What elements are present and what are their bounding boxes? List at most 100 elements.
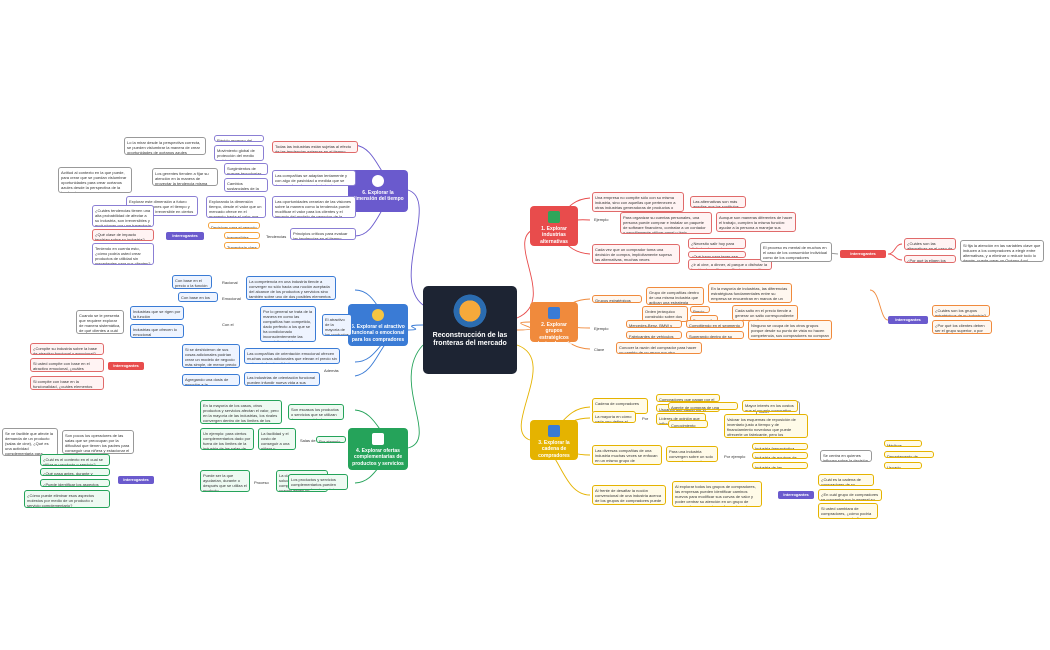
b5-add-emotion[interactable]: Agregando una dosis de emoción a la conc… — [182, 374, 240, 386]
central-topic[interactable]: Reconstrucción de las fronteras del merc… — [423, 286, 517, 374]
b6-opportunities[interactable]: Las oportunidades crearían de las vision… — [272, 196, 356, 218]
b6-principles[interactable]: Principios críticos para evaluar las ten… — [290, 228, 356, 240]
b1-example-node[interactable]: Para organizar su cuentas personales, un… — [620, 212, 712, 234]
b2-luxury-brands[interactable]: Mercedes-Benz, BMW y Jaguar — [626, 320, 682, 328]
branch-3-hub[interactable]: 3. Explorar la cadena de compradores — [530, 420, 578, 460]
b5-price-function[interactable]: Con base en el precio o la función de un… — [172, 275, 212, 289]
b4-q4[interactable]: ¿Cómo puede eliminar esos aspectos moles… — [24, 490, 110, 508]
b5-emotional-extras[interactable]: Las compañías de orientación emocional o… — [244, 348, 340, 364]
branch-1-hub[interactable]: 1. Explorar industrias alternativas — [530, 206, 578, 246]
b4-cinema-example[interactable]: Un ejemplo: para ciertos complementarios… — [200, 428, 254, 450]
b3-q1[interactable]: ¿Cuál es la cadena de compradores de su … — [818, 474, 874, 486]
b2-q2[interactable]: ¿Por qué los clientes deben ser el grupo… — [932, 320, 992, 334]
b5-functional-industries[interactable]: Industrias que se rigen por la función — [130, 306, 184, 320]
b5-q3[interactable]: Si compite con base en la funcionalidad,… — [30, 376, 104, 390]
b1-q2[interactable]: ¿Por qué la eligen los clientes? — [904, 255, 956, 263]
b4-babysitter[interactable]: La facilidad y el costo de conseguir a u… — [258, 428, 296, 450]
b3-challenge[interactable]: Al frente de desafiar la noción convenci… — [592, 485, 666, 505]
b1-q1[interactable]: ¿Cuáles son las alternativas en el caso … — [904, 238, 956, 250]
b6-q3[interactable]: Teniendo en cuenta esto, ¿cómo podría us… — [92, 243, 154, 265]
b6-managers[interactable]: Los gerentes tienden a fijar su atención… — [152, 168, 218, 186]
b5-history[interactable]: Por lo general se trata de la manera en … — [260, 306, 316, 342]
b1-conclusion[interactable]: Si fija la atención en las variables cla… — [960, 240, 1044, 262]
branch-6-hub[interactable]: 6. Explorar la dimensión del tiempo — [348, 170, 408, 212]
b3-cost-interest[interactable]: Mayor interés en los costos que el usuar… — [742, 400, 798, 412]
b1-alternatives-node[interactable]: Una empresa no compite sólo con su misma… — [592, 192, 684, 212]
b5-q1[interactable]: ¿Compite su industria sobre la base de a… — [30, 343, 104, 355]
b5-explore-note[interactable]: Cuando se le presenta que requiere explo… — [76, 310, 124, 334]
b2-hierarchy[interactable]: Orden jerárquico construido sobre dos di… — [642, 306, 688, 322]
b6-irreversible[interactable]: Irreversibles — [224, 232, 260, 239]
b1-alternatives-wider[interactable]: Las alternativas son más amplias que los… — [690, 196, 746, 208]
b2-key-node[interactable]: Conocer la razón del comprador para hace… — [616, 342, 702, 354]
b6-decisive[interactable]: Decisivas para el negocio — [208, 222, 260, 229]
b6-internet[interactable]: Rápido ascenso del internet — [214, 135, 264, 142]
branch-2-hub[interactable]: 2. Explorar grupos estratégicos dentro d… — [530, 302, 578, 353]
b2-price[interactable]: Precio — [690, 306, 710, 313]
b3-purchasing-dept[interactable]: Departamento de compras — [884, 451, 934, 458]
b2-q1[interactable]: ¿Cuáles son los grupos estratégicos de s… — [932, 305, 990, 317]
b1-mental-process[interactable]: El proceso es mental de muchos en el cas… — [760, 242, 832, 262]
b5-converge[interactable]: La competencia en una industria tiende a… — [246, 276, 336, 300]
b2-strategic-groups[interactable]: Grupos estratégicos — [592, 295, 642, 303]
b2-groups-definition[interactable]: Grupo de compañías dentro de una misma i… — [646, 287, 704, 305]
b1-question-b[interactable]: ¿Qué hago para tener ese gusto? — [688, 251, 746, 258]
b5-feelings[interactable]: Con base en los sentimientos — [178, 292, 218, 302]
b4-example-label[interactable]: Por ejemplo — [316, 436, 346, 443]
b6-regulation[interactable]: Cambios sustanciales de la norma — [224, 178, 268, 192]
b3-knowledge-detail[interactable]: Valorar los esquemas de reposición de in… — [724, 414, 808, 438]
b4-q2[interactable]: ¿Qué pasa antes, durante y después? — [40, 468, 110, 476]
b3-converge[interactable]: Para una industria convergen sobre un so… — [666, 446, 718, 462]
branch-5-hub[interactable]: 5. Explorar el atractivo funcional o emo… — [348, 304, 408, 346]
b4-complement-value[interactable]: En la mayoría de los casos, otros produc… — [200, 400, 282, 424]
b6-environment[interactable]: Movimiento global de protección del medi… — [214, 145, 264, 161]
b2-interrogantes-tag[interactable]: Interrogantes — [888, 316, 928, 324]
b1-example-detail[interactable]: Aunque son maneras diferentes de hacer e… — [716, 212, 796, 232]
branch-4-hub[interactable]: 4. Explorar ofertas complementarias de p… — [348, 428, 408, 470]
b6-perspective[interactable]: Lo la mirar desde la perspectiva correct… — [124, 137, 206, 155]
b3-q2[interactable]: ¿En cuál grupo de compradores se concent… — [818, 489, 882, 501]
b3-value-differs[interactable]: La mayoría en cómo cada uno define el va… — [592, 411, 636, 423]
b3-same-group[interactable]: Las diversas compañías de una industria … — [592, 445, 662, 465]
b3-doctors[interactable]: Médicos — [884, 440, 922, 447]
b1-question-c[interactable]: ¿Ir al cine, a dinner, al parque o disfr… — [688, 259, 772, 270]
b5-q2[interactable]: Si usted compite con base en el atractiv… — [30, 358, 104, 372]
b4-before-after[interactable]: Puede ser la que ayudarían, durante o de… — [200, 470, 250, 492]
b4-q1[interactable]: ¿Cuál es el contexto en el cual se utili… — [40, 454, 110, 466]
b3-interrogantes-tag[interactable]: Interrogantes — [778, 491, 814, 499]
b4-not-isolated[interactable]: Son escasos los productos o servicios qu… — [288, 404, 344, 420]
b5-simpler-model[interactable]: Si se deshicieron de sus cosas adicional… — [182, 344, 240, 368]
b5-emotional-industries[interactable]: Industrias que ofrecen lo emocional — [130, 324, 184, 338]
b3-office[interactable]: Industria de equipos de oficina — [752, 452, 808, 459]
b6-external-trends[interactable]: Todas las industrias están sujetas al ef… — [272, 141, 358, 153]
b3-apparel[interactable]: Industria de las confecciones — [752, 462, 808, 469]
b2-groups-detail[interactable]: En la mayoría de industrias, las diferen… — [708, 283, 792, 303]
b2-no-competition[interactable]: Ninguno se ocupa de los otros grupos por… — [748, 320, 832, 340]
b1-buyer-decision[interactable]: Cada vez que un comprador toma una decis… — [592, 244, 680, 264]
b5-intrinsic[interactable]: El atractivo de la mayoría de los produc… — [322, 314, 352, 336]
b6-context[interactable]: Actitud al contexto en la que puede, par… — [58, 167, 132, 193]
b6-explore-time[interactable]: Explorando la dimensión tiempo, desde el… — [206, 196, 266, 218]
b6-new-tech[interactable]: Surgimientos de nuevas tecnologías — [224, 163, 268, 175]
b4-untapped-value[interactable]: Los productos y servicios complementario… — [288, 474, 348, 490]
b2-economy-makers[interactable]: Fabricantes de vehículos económicos — [626, 331, 682, 339]
b6-q2[interactable]: ¿Qué clase de impacto tendrían sobre su … — [92, 229, 154, 241]
b3-payers[interactable]: Compradores que pagan por el producto — [656, 394, 720, 402]
b5-interrogantes-tag[interactable]: Interrogantes — [108, 362, 144, 370]
b3-explore-groups[interactable]: Al explorar todos los grupos de comprado… — [672, 481, 762, 507]
b3-pharma[interactable]: Industria farmacéutica — [752, 443, 808, 450]
b3-knowledge[interactable]: Conocimiento intrínseco — [668, 420, 708, 428]
b2-luxury-segment[interactable]: Compitiendo en el segmento de lujo — [686, 320, 744, 328]
b4-interrogantes-tag[interactable]: Interrogantes — [118, 476, 154, 484]
b3-purchasing-agent[interactable]: Agente de compras de una corporación — [668, 402, 738, 410]
b3-user[interactable]: Usuario — [884, 462, 922, 469]
b4-demand-note[interactable]: Se ve factible que afecte la demanda de … — [2, 428, 58, 456]
b4-q3[interactable]: ¿Puede identificar los aspectos críticos… — [40, 479, 110, 487]
b6-interrogantes-tag[interactable]: Interrogantes — [166, 232, 204, 240]
b1-interrogantes-tag[interactable]: Interrogantes — [840, 250, 886, 258]
b4-operators-note[interactable]: Son pocos los operadores de las salas qu… — [62, 430, 134, 454]
b5-new-life[interactable]: Las industrias de orientación funcional … — [244, 372, 320, 386]
b6-clear-path[interactable]: Trayectoria clara — [224, 242, 260, 249]
b3-focus-influencers[interactable]: Se centra en quienes influyen sobre la d… — [820, 450, 872, 462]
b2-price-jump[interactable]: Cada salto en el precio tiende a generar… — [732, 305, 798, 321]
